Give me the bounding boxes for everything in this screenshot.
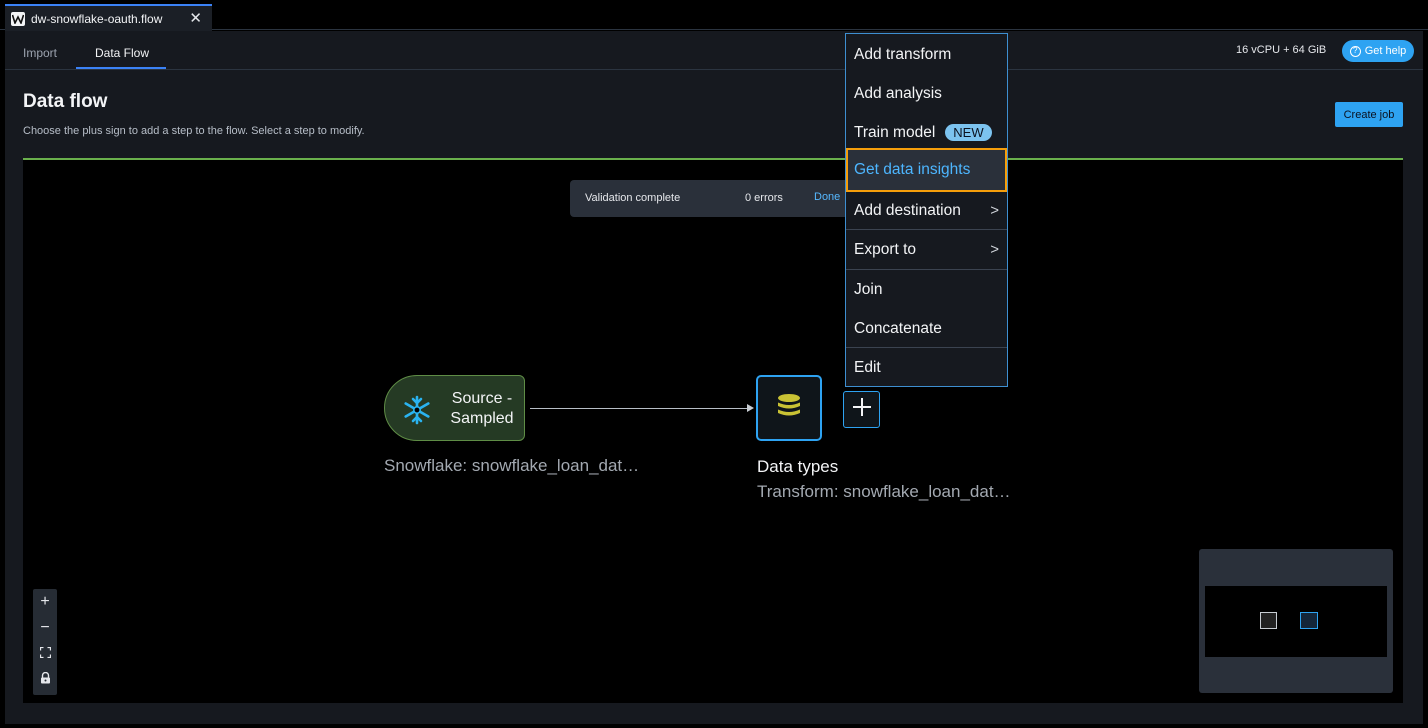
tab-data-flow[interactable]: Data Flow	[95, 46, 150, 60]
menu-separator	[846, 229, 1007, 230]
plus-icon	[852, 397, 872, 422]
data-types-node-title: Data types	[757, 457, 839, 476]
lock-button[interactable]	[33, 667, 57, 693]
menu-separator	[846, 347, 1007, 348]
app-area: Import Data Flow 16 vCPU + 64 GiB ? Get …	[5, 31, 1423, 724]
tab-import[interactable]: Import	[23, 46, 58, 60]
menu-item-get-data-insights[interactable]: Get data insights	[846, 148, 1007, 192]
validation-errors: 0 errors	[745, 192, 783, 204]
flow-edge-arrowhead	[747, 404, 754, 412]
database-icon	[776, 393, 802, 424]
file-tab[interactable]: dw-snowflake-oauth.flow ✕	[5, 4, 212, 31]
validation-banner: Validation complete 0 errors Done	[570, 180, 856, 217]
menu-separator	[846, 269, 1007, 270]
fit-view-button[interactable]	[33, 641, 57, 667]
menu-item-label: Get data insights	[854, 161, 971, 178]
close-icon[interactable]: ✕	[189, 10, 202, 27]
chevron-right-icon: >	[990, 241, 999, 258]
active-tab-indicator	[76, 67, 166, 69]
nav-tabs: Import Data Flow 16 vCPU + 64 GiB ? Get …	[5, 31, 1423, 70]
menu-item-edit[interactable]: Edit	[846, 348, 1007, 387]
data-types-node-caption: Transform: snowflake_loan_dat…	[757, 482, 1011, 501]
new-badge: NEW	[945, 124, 992, 141]
minimap-viewport	[1205, 586, 1387, 657]
create-job-button[interactable]: Create job	[1335, 102, 1403, 127]
instance-resources[interactable]: 16 vCPU + 64 GiB	[1236, 44, 1327, 56]
add-step-menu: Add transform Add analysis Train model N…	[845, 33, 1008, 387]
flow-canvas[interactable]: Validation complete 0 errors Done	[23, 158, 1403, 703]
validation-done-link[interactable]: Done	[814, 191, 841, 203]
get-help-label: Get help	[1364, 45, 1407, 57]
add-step-button[interactable]	[843, 391, 880, 428]
page-title: Data flow	[23, 91, 108, 112]
menu-item-add-destination[interactable]: Add destination >	[846, 191, 1007, 230]
page-description: Choose the plus sign to add a step to th…	[23, 125, 365, 137]
zoom-out-button[interactable]: −	[40, 619, 50, 636]
menu-item-join[interactable]: Join	[846, 270, 1007, 309]
data-wrangler-icon	[11, 11, 25, 26]
menu-item-export-to[interactable]: Export to >	[846, 230, 1007, 269]
tab-bar: dw-snowflake-oauth.flow ✕	[0, 0, 1428, 31]
menu-item-label: Join	[854, 280, 883, 298]
snowflake-icon	[402, 395, 432, 429]
menu-item-label: Add analysis	[854, 84, 942, 102]
source-node-label-line2: Sampled	[450, 410, 514, 427]
menu-item-label: Train model	[854, 123, 936, 141]
menu-item-label: Add transform	[854, 45, 952, 63]
chevron-right-icon: >	[990, 202, 999, 219]
menu-item-label: Export to	[854, 240, 917, 258]
zoom-in-button[interactable]: +	[40, 593, 50, 610]
data-types-node[interactable]	[756, 375, 822, 441]
minimap-source-node	[1260, 612, 1277, 629]
minimap-transform-node	[1300, 612, 1318, 629]
menu-item-train-model[interactable]: Train model NEW	[846, 113, 1007, 152]
source-node-label: Source - Sampled	[447, 389, 517, 429]
fit-view-icon	[39, 645, 51, 663]
help-icon: ?	[1349, 45, 1361, 57]
menu-item-add-transform[interactable]: Add transform	[846, 35, 1007, 74]
menu-item-label: Concatenate	[854, 319, 942, 337]
menu-item-label: Edit	[854, 358, 881, 376]
flow-edge	[530, 408, 748, 409]
file-tab-title: dw-snowflake-oauth.flow	[31, 11, 163, 26]
minimap[interactable]	[1199, 549, 1393, 693]
menu-item-label: Add destination	[854, 201, 961, 219]
source-node-caption: Snowflake: snowflake_loan_dat…	[384, 456, 640, 475]
source-node[interactable]: Source - Sampled	[384, 375, 525, 441]
menu-item-concatenate[interactable]: Concatenate	[846, 309, 1007, 348]
validation-title: Validation complete	[585, 192, 681, 204]
zoom-controls: + −	[33, 589, 57, 695]
menu-item-add-analysis[interactable]: Add analysis	[846, 74, 1007, 113]
lock-icon	[40, 671, 51, 689]
source-node-label-line1: Source -	[451, 390, 513, 407]
get-help-button[interactable]: ? Get help	[1342, 40, 1414, 62]
